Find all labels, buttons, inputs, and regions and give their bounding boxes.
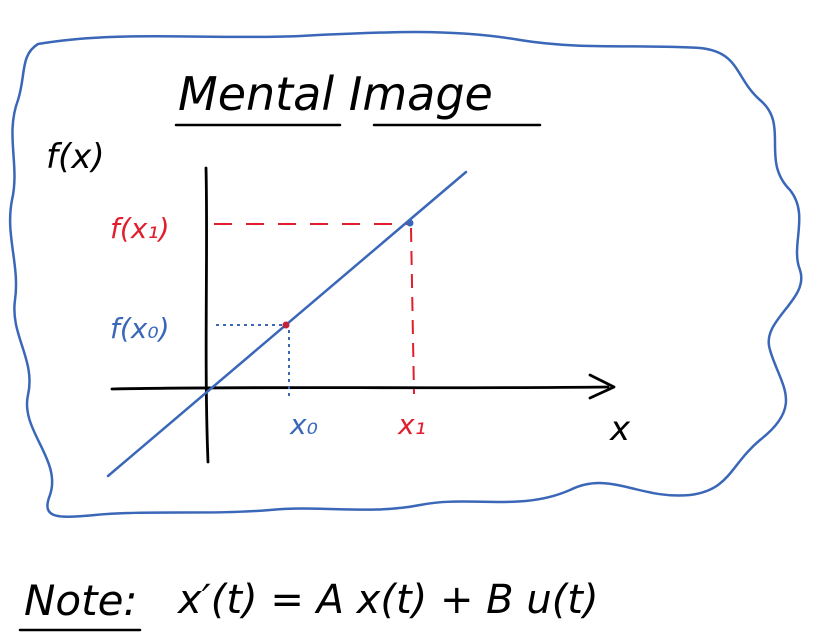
x0-label: x₀ (289, 408, 318, 441)
x1-label: x₁ (397, 408, 426, 441)
note-label: Note: (24, 576, 138, 625)
cloud-border (8, 30, 803, 518)
x-axis-label: x (609, 409, 631, 449)
point-x1 (406, 219, 414, 227)
diagram-title: Mental Image (178, 67, 493, 121)
fx0-label: f(x₀) (110, 312, 170, 345)
state-equation: x′(t) = A x(t) + B u(t) (176, 577, 599, 623)
point-x0 (282, 321, 290, 329)
x-axis-arrowhead (588, 373, 616, 400)
fx1-label: f(x₁) (110, 212, 170, 245)
y-axis-label: f(x) (46, 137, 105, 177)
x1-vertical-guide (410, 227, 415, 395)
y-axis (204, 166, 210, 464)
x-axis (110, 385, 610, 391)
